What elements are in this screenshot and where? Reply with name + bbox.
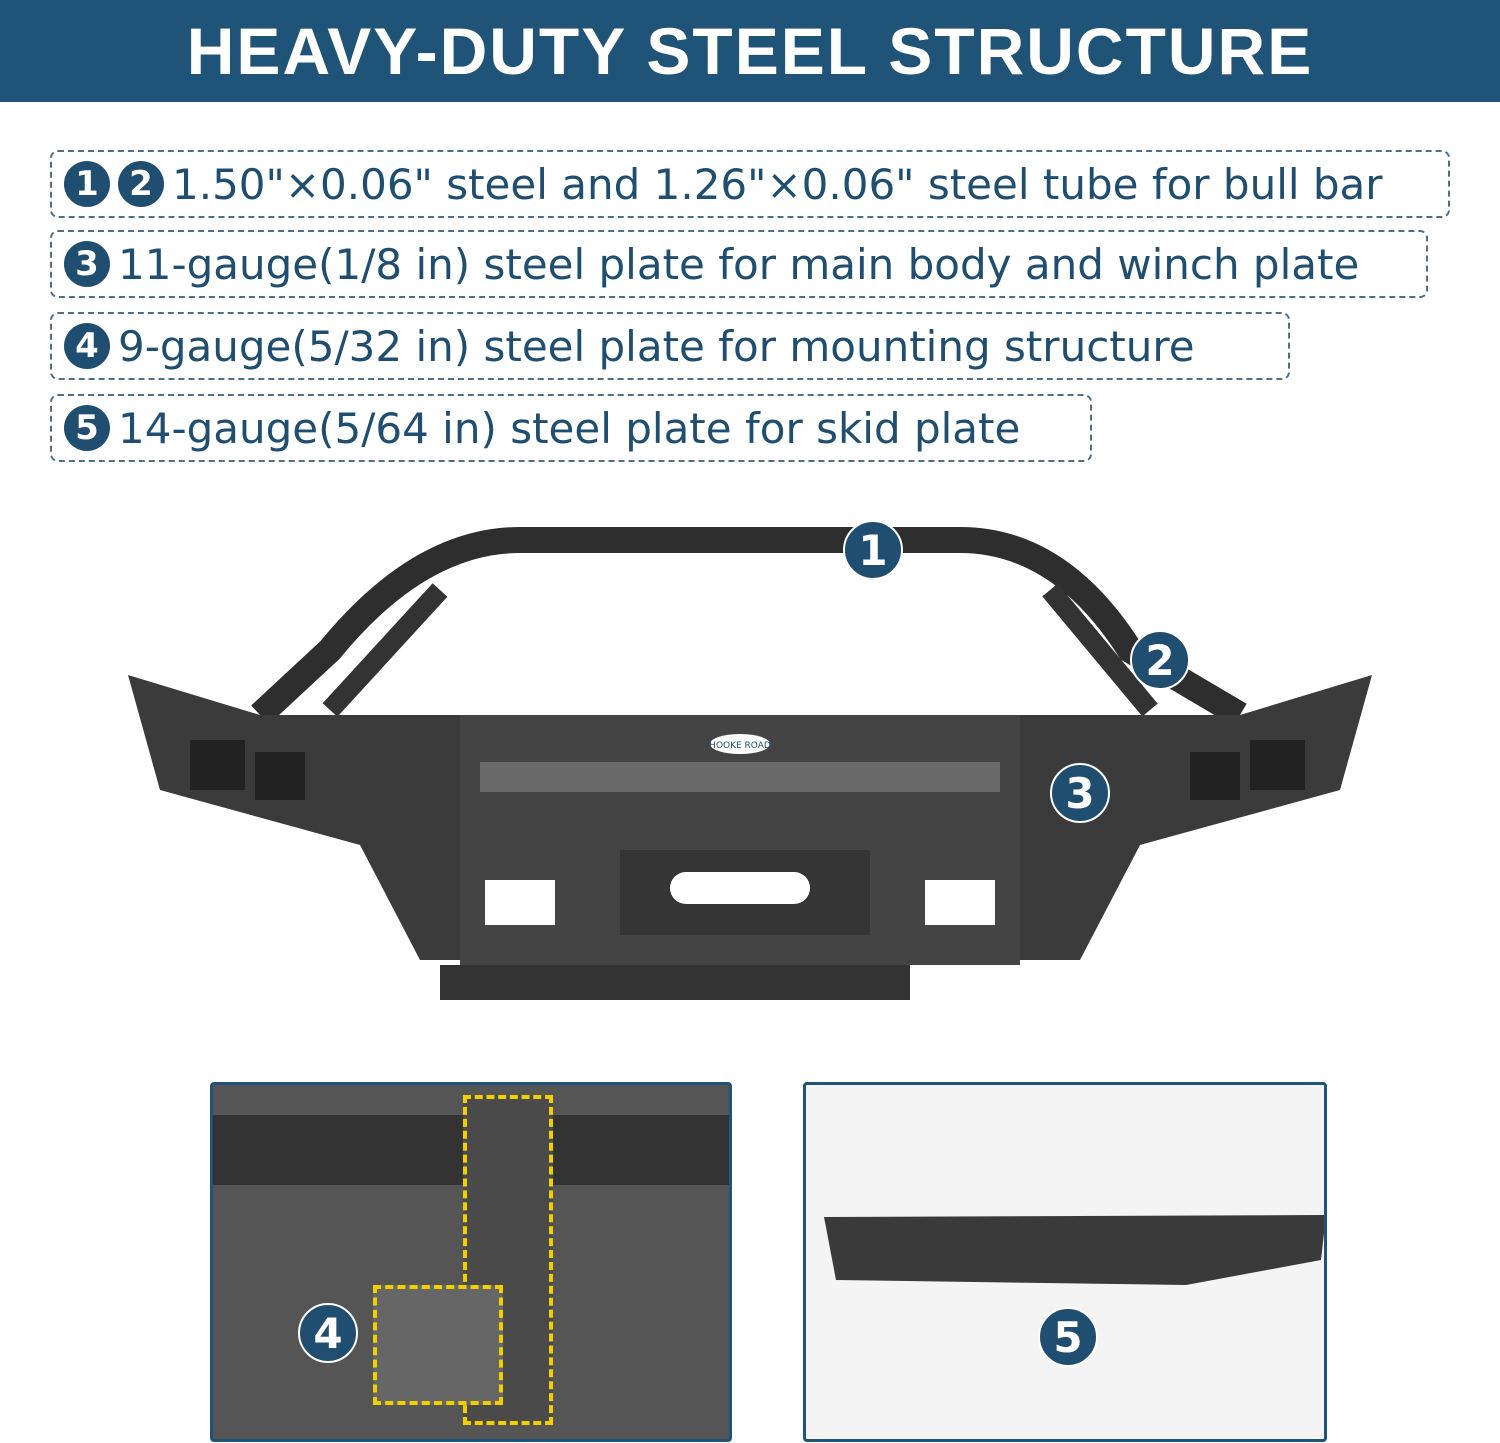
callout-3: 3	[1050, 763, 1110, 823]
marker-1: 1	[64, 161, 110, 207]
light-pod	[255, 752, 305, 800]
spec-text: 9-gauge(5/32 in) steel plate for mountin…	[118, 321, 1195, 371]
light-pod	[1190, 752, 1240, 800]
fairlead-slot	[670, 872, 810, 904]
bull-bar-tube	[251, 527, 1247, 727]
callout-4: 4	[298, 1303, 358, 1363]
spec-row-skid-plate: 5 14-gauge(5/64 in) steel plate for skid…	[50, 394, 1092, 462]
marker-5: 5	[64, 405, 110, 451]
skid-plate	[440, 965, 910, 1000]
marker-2: 2	[118, 161, 164, 207]
callout-1: 1	[843, 520, 903, 580]
mounting-detail-panel: 4	[210, 1082, 732, 1442]
spec-text: 14-gauge(5/64 in) steel plate for skid p…	[118, 403, 1021, 453]
callout-5: 5	[1038, 1307, 1098, 1367]
bumper-image: HOOKE ROAD	[128, 527, 1372, 1000]
marker-4: 4	[64, 323, 110, 369]
logo-text: HOOKE ROAD	[709, 741, 771, 751]
callout-2: 2	[1130, 630, 1190, 690]
spec-text: 11-gauge(1/8 in) steel plate for main bo…	[118, 239, 1360, 289]
light-pod	[190, 740, 245, 790]
bull-bar-brace	[322, 583, 1158, 717]
marker-3: 3	[64, 241, 110, 287]
spec-text: 1.50"×0.06" steel and 1.26"×0.06" steel …	[172, 159, 1383, 209]
skid-plate-image	[824, 1215, 1324, 1285]
recovery-slot-left	[485, 880, 555, 925]
skid-plate-panel: 5	[803, 1082, 1327, 1442]
mounting-bracket	[373, 1285, 503, 1405]
mesh-grille	[480, 762, 1000, 792]
brand-logo	[710, 734, 770, 754]
spec-row-mounting: 4 9-gauge(5/32 in) steel plate for mount…	[50, 312, 1290, 380]
light-pod	[1250, 740, 1305, 790]
page-title: HEAVY-DUTY STEEL STRUCTURE	[186, 14, 1314, 88]
title-banner: HEAVY-DUTY STEEL STRUCTURE	[0, 0, 1500, 102]
recovery-slot-right	[925, 880, 995, 925]
spec-row-main-body: 3 11-gauge(1/8 in) steel plate for main …	[50, 230, 1428, 298]
